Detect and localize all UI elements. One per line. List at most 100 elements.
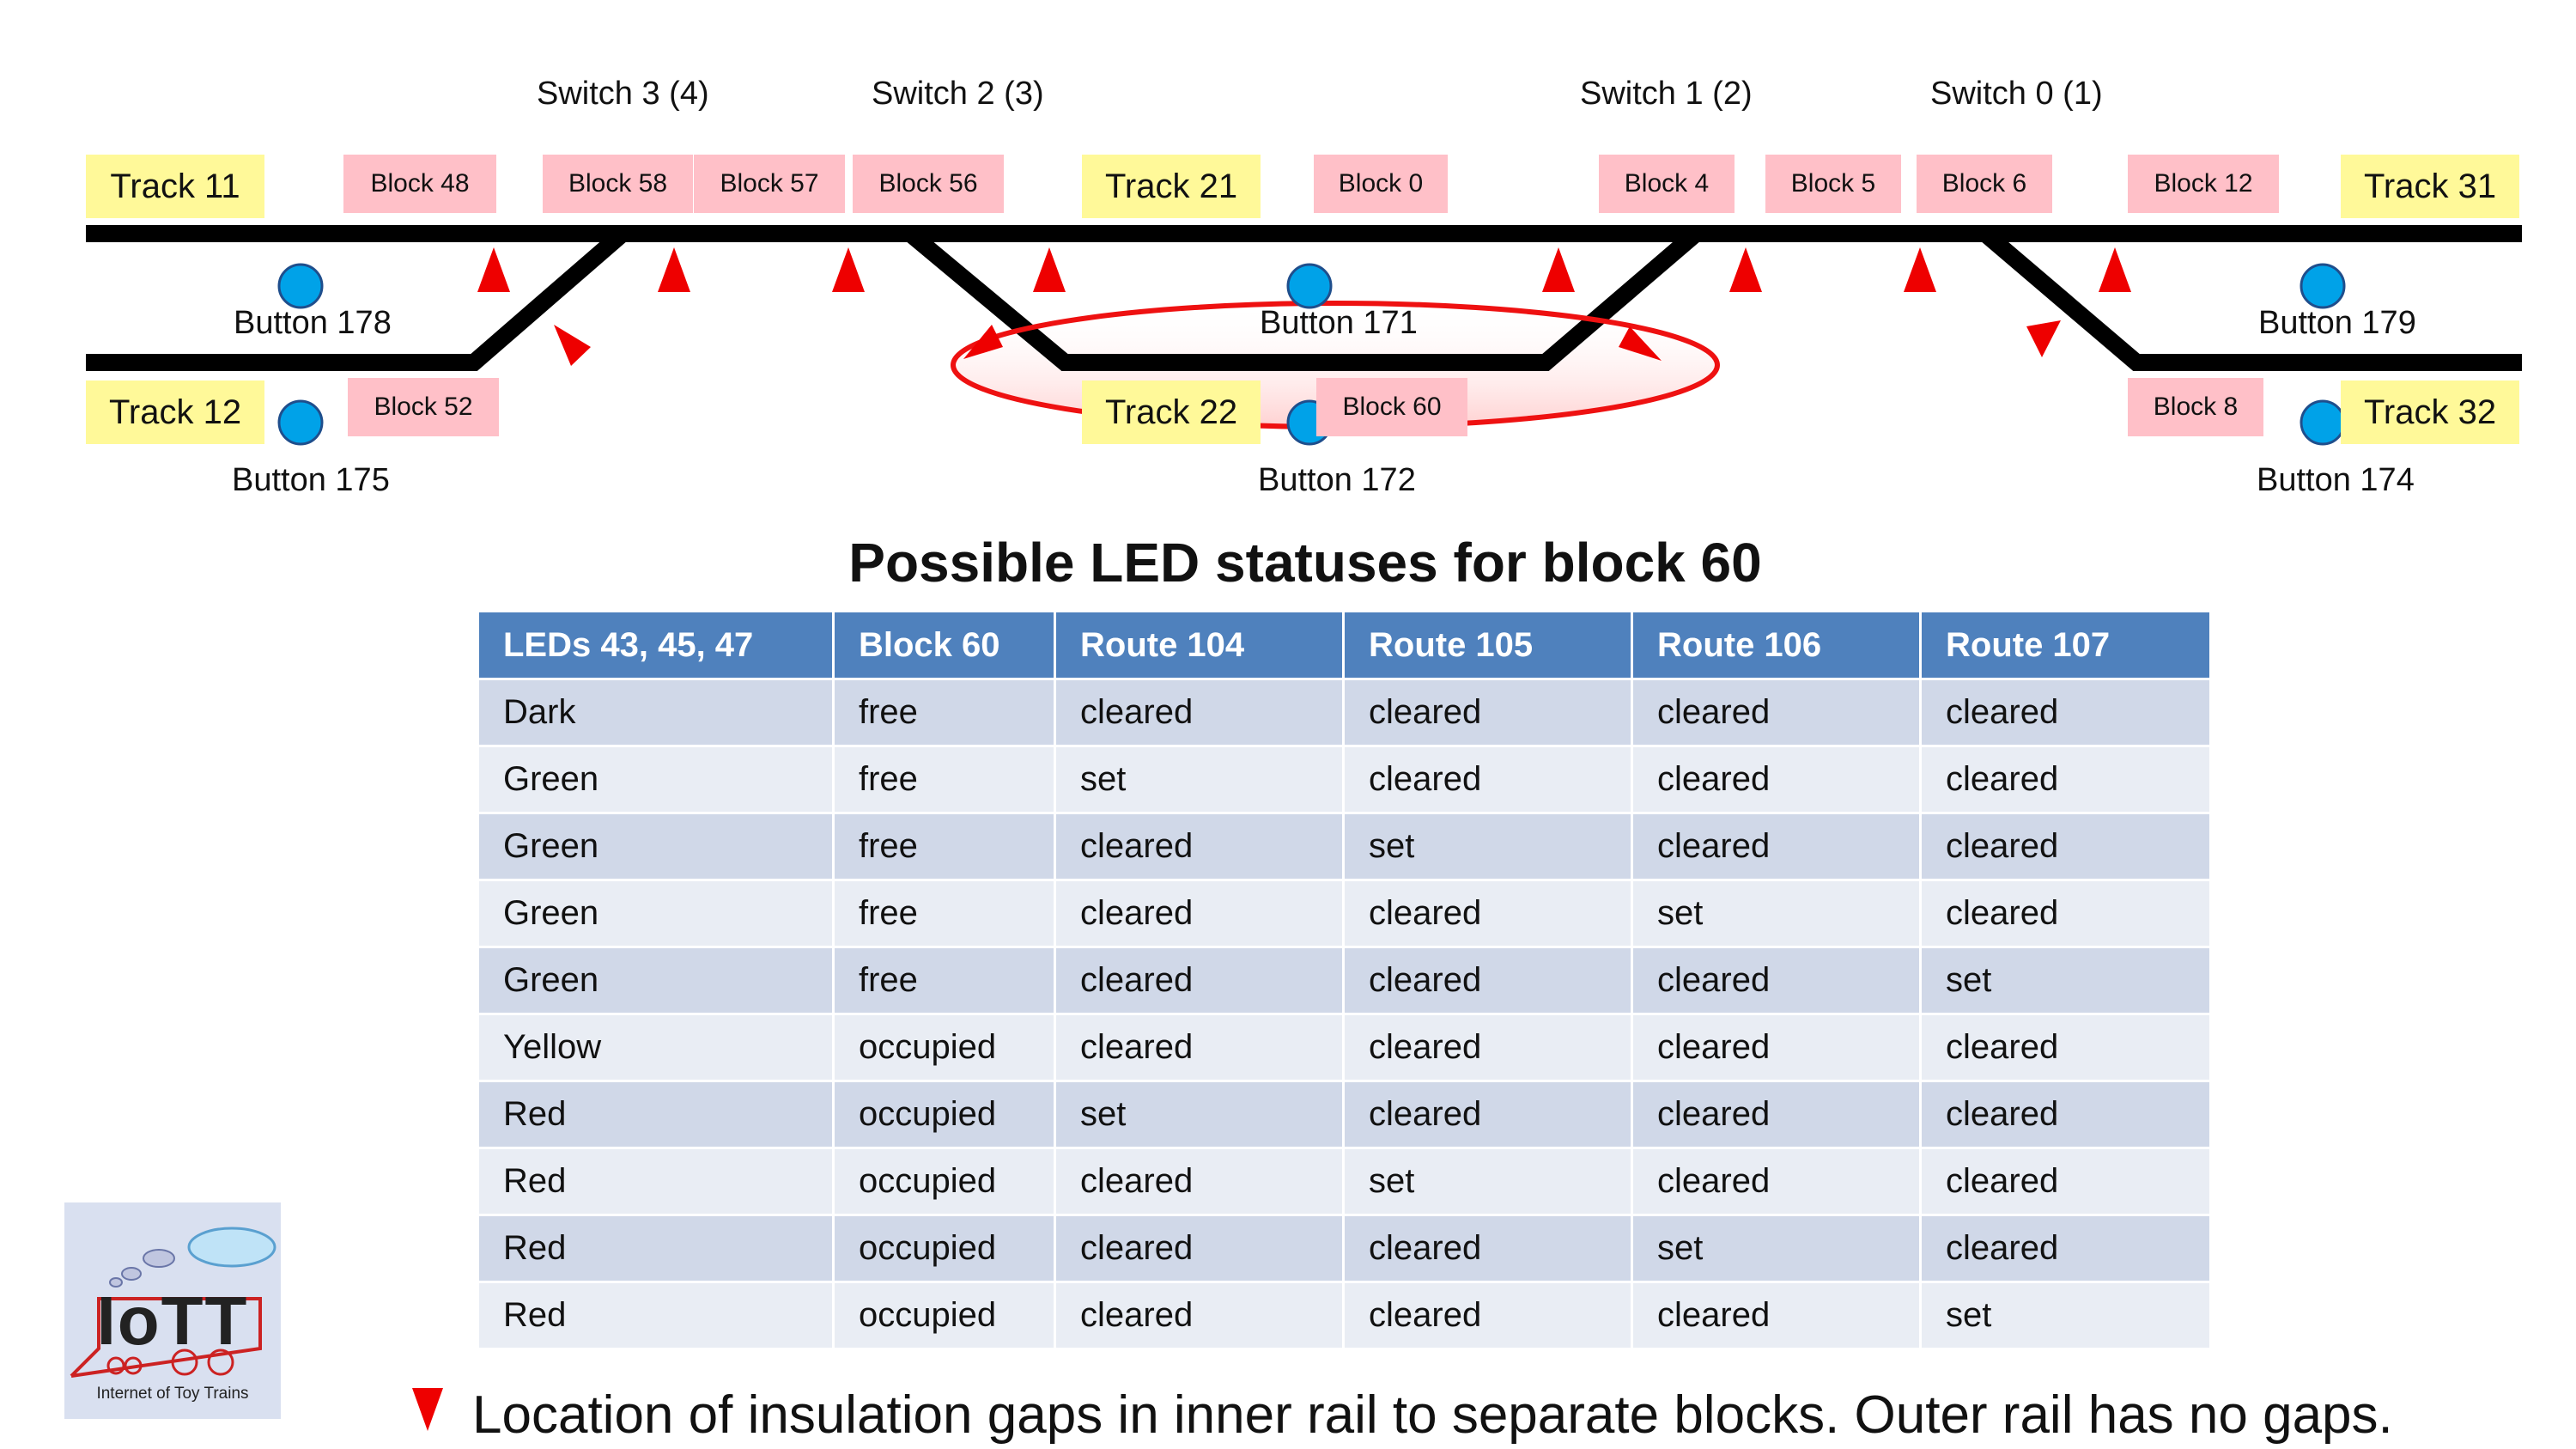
table-cell: occupied — [832, 1013, 1056, 1082]
table-cell: cleared — [1631, 1147, 1922, 1216]
table-cell: cleared — [1919, 1013, 2212, 1082]
button-label: Button 178 — [234, 305, 392, 341]
table-cell: cleared — [1054, 946, 1345, 1015]
table-cell: cleared — [1054, 879, 1345, 948]
gap-marker-icon — [832, 247, 865, 292]
button-174-icon — [2300, 399, 2346, 446]
track-label: Track 22 — [1082, 381, 1261, 444]
table-cell: set — [1919, 1281, 2212, 1350]
table-cell: cleared — [1631, 1281, 1922, 1350]
table-cell: cleared — [1919, 1080, 2212, 1149]
table-cell: cleared — [1342, 678, 1633, 747]
table-cell: cleared — [1342, 1281, 1633, 1350]
table-cell: cleared — [1342, 1214, 1633, 1283]
table-cell: set — [1054, 745, 1345, 814]
gap-marker-icon — [1619, 326, 1662, 361]
block-label: Block 6 — [1917, 155, 2052, 213]
rail-track-22 — [904, 227, 1702, 371]
table-cell: cleared — [1631, 946, 1922, 1015]
table-cell: set — [1054, 1080, 1345, 1149]
table-cell: Green — [477, 879, 835, 948]
gap-marker-icon — [963, 325, 1003, 359]
table-cell: cleared — [1342, 946, 1633, 1015]
table-cell: Red — [477, 1080, 835, 1149]
table-cell: cleared — [1919, 812, 2212, 881]
column-header: Route 104 — [1054, 610, 1345, 680]
iott-logo: IoTT Internet of Toy Trains — [64, 1202, 281, 1419]
table-cell: cleared — [1342, 879, 1633, 948]
block-label: Block 4 — [1599, 155, 1735, 213]
legend-text: Location of insulation gaps in inner rai… — [472, 1385, 2393, 1445]
button-175-icon — [277, 399, 324, 446]
button-label: Button 174 — [2257, 462, 2415, 498]
table-cell: set — [1342, 812, 1633, 881]
table-cell: Red — [477, 1281, 835, 1350]
button-label: Button 179 — [2258, 305, 2416, 341]
table-cell: cleared — [1342, 1080, 1633, 1149]
table-cell: free — [832, 678, 1056, 747]
rail-track-12 — [86, 227, 629, 371]
table-cell: cleared — [1631, 812, 1922, 881]
track-label: Track 32 — [2341, 381, 2519, 444]
table-cell: Yellow — [477, 1013, 835, 1082]
table-cell: cleared — [1342, 745, 1633, 814]
column-header: Route 105 — [1342, 610, 1633, 680]
rails — [86, 225, 2522, 371]
button-171-icon — [1286, 263, 1333, 309]
gap-marker-icon — [477, 247, 510, 292]
table-cell: cleared — [1631, 1080, 1922, 1149]
table-cell: free — [832, 946, 1056, 1015]
block-label: Block 56 — [853, 155, 1004, 213]
led-status-table: LEDs 43, 45, 47 Block 60 Route 104 Route… — [477, 610, 2212, 1350]
gap-marker-icon — [554, 325, 591, 366]
button-178-icon — [277, 263, 324, 309]
table-cell: free — [832, 879, 1056, 948]
table-cell: cleared — [1919, 1214, 2212, 1283]
button-label: Button 172 — [1258, 462, 1416, 498]
block-label: Block 52 — [348, 378, 499, 436]
logo-subtitle: Internet of Toy Trains — [96, 1385, 249, 1403]
switch-label: Switch 1 (2) — [1580, 76, 1753, 112]
gap-marker-icon — [1729, 247, 1762, 292]
table-cell: Red — [477, 1147, 835, 1216]
track-layout — [86, 225, 2522, 446]
gap-marker-icon — [1542, 247, 1575, 292]
insulation-gap-markers — [477, 247, 2131, 366]
block-label: Block 5 — [1765, 155, 1901, 213]
switch-label: Switch 0 (1) — [1930, 76, 2103, 112]
rail-track-32 — [1979, 227, 2522, 371]
table-cell: cleared — [1054, 1214, 1345, 1283]
track-label: Track 11 — [86, 155, 264, 218]
table-cell: cleared — [1054, 678, 1345, 747]
table-cell: Green — [477, 812, 835, 881]
table-cell: cleared — [1342, 1013, 1633, 1082]
table-cell: cleared — [1919, 745, 2212, 814]
column-header: Route 106 — [1631, 610, 1922, 680]
table-cell: Green — [477, 745, 835, 814]
gap-marker-icon — [2099, 247, 2131, 292]
gap-marker-icon — [1033, 247, 1066, 292]
table-cell: cleared — [1919, 678, 2212, 747]
switch-label: Switch 2 (3) — [872, 76, 1044, 112]
logo-graphic — [70, 1227, 276, 1378]
table-cell: cleared — [1054, 1281, 1345, 1350]
table-cell: occupied — [832, 1080, 1056, 1149]
block-label: Block 0 — [1314, 155, 1448, 213]
table-cell: free — [832, 745, 1056, 814]
table-cell: cleared — [1919, 1147, 2212, 1216]
table-cell: cleared — [1631, 1013, 1922, 1082]
block-label: Block 8 — [2128, 378, 2263, 436]
table-cell: set — [1342, 1147, 1633, 1216]
table-cell: cleared — [1054, 1147, 1345, 1216]
table-cell: Green — [477, 946, 835, 1015]
table-cell: occupied — [832, 1214, 1056, 1283]
block-label: Block 60 — [1316, 378, 1467, 436]
block-label: Block 12 — [2128, 155, 2279, 213]
gap-marker-icon — [2026, 320, 2061, 357]
